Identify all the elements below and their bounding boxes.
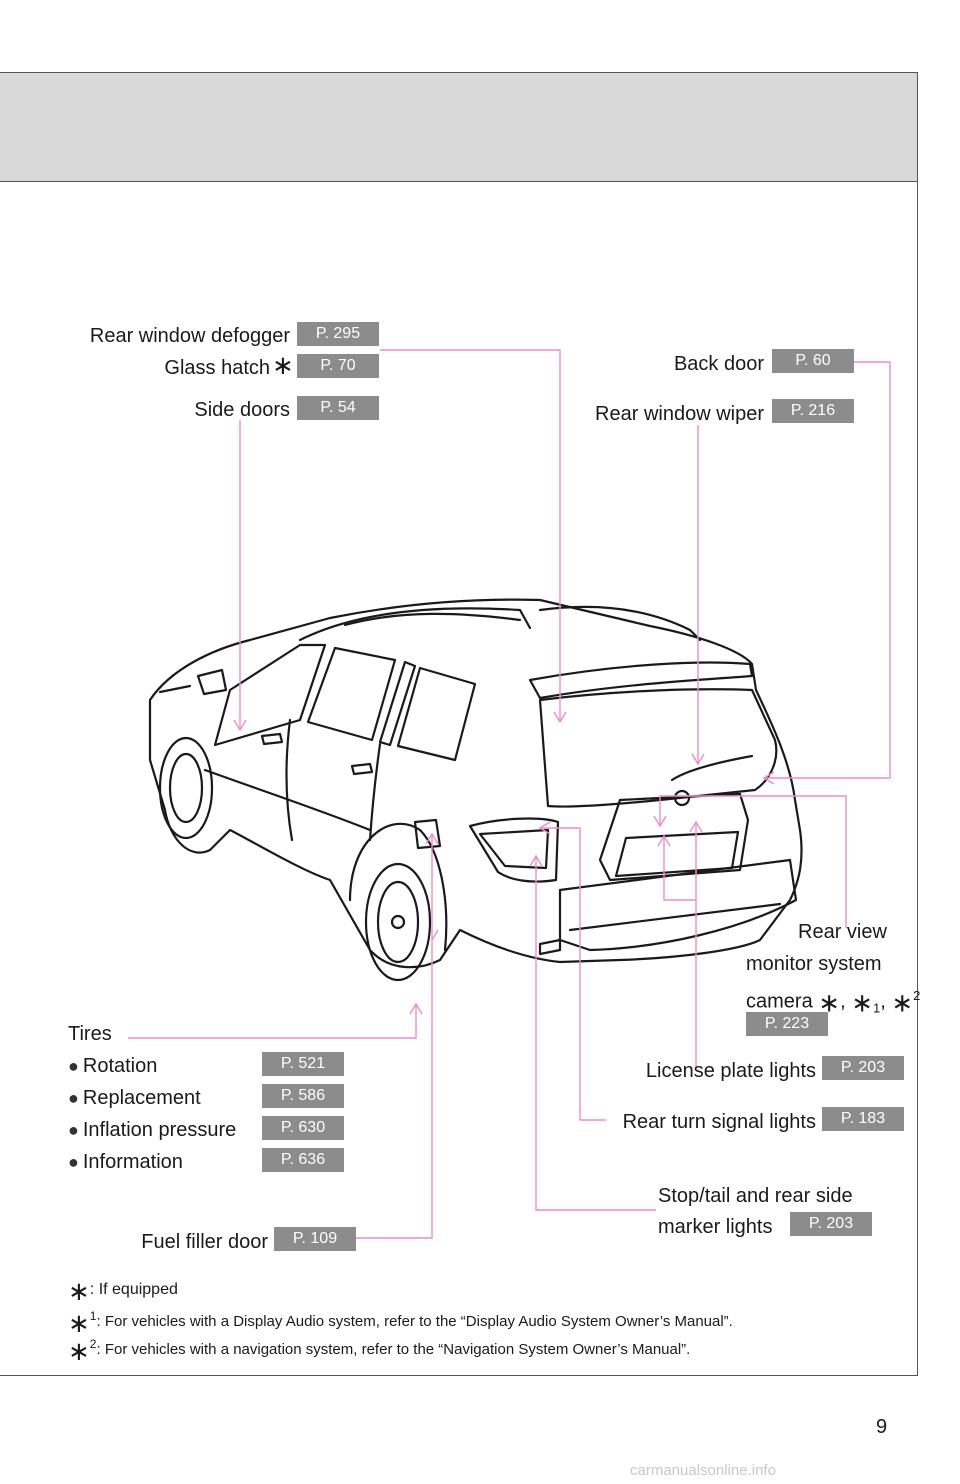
tires-item-replacement: ●Replacement [68,1086,201,1110]
bullet-icon: ● [68,1152,79,1172]
leader-lines [128,349,891,1239]
side-doors-page[interactable]: P. 54 [297,396,379,420]
suv-drawing [148,598,803,982]
rear-window-defogger-page[interactable]: P. 295 [297,322,379,346]
bullet-icon: ● [68,1088,79,1108]
footnote-text: : For vehicles with a navigation system,… [96,1341,691,1358]
tires-item-label: Inflation pressure [82,1119,237,1141]
tires-item-rotation: ●Rotation [68,1054,157,1078]
bullet-icon: ● [68,1056,79,1076]
tires-item-label: Replacement [82,1087,201,1109]
stop-tail-lights-page[interactable]: P. 203 [790,1212,872,1236]
tires-inflation-pressure-page[interactable]: P. 630 [262,1116,344,1140]
asterisk-icon: ∗ [818,987,841,1018]
tires-title: Tires [68,1023,112,1045]
rear-window-wiper-page[interactable]: P. 216 [772,399,854,423]
tires-item-label: Rotation [82,1055,158,1077]
rear-window-defogger-label: Rear window defogger [89,325,290,347]
stop-tail-lights-line1: Stop/tail and rear side [658,1185,853,1207]
stop-tail-lights-line2: marker lights [658,1216,773,1238]
asterisk-2-icon: ∗ [891,987,914,1018]
rear-view-camera-line3-wrap: camera ∗, ∗1, ∗2 [746,987,921,1018]
bullet-icon: ● [68,1120,79,1140]
license-plate-lights-label: License plate lights [645,1060,816,1082]
page-number: 9 [876,1416,888,1438]
glass-hatch-label: Glass hatch [164,357,270,379]
fuel-filler-door-label: Fuel filler door [141,1231,268,1253]
back-door-label: Back door [673,353,764,375]
tires-item-label: Information [82,1151,183,1173]
asterisk-1-icon: ∗ [68,1308,90,1338]
fuel-filler-door-page[interactable]: P. 109 [274,1227,356,1251]
back-door-page[interactable]: P. 60 [772,349,854,373]
rear-view-camera-page[interactable]: P. 223 [746,1012,828,1036]
watermark: carmanualsonline.info [630,1462,776,1479]
tires-rotation-page[interactable]: P. 521 [262,1052,344,1076]
footnote-display-audio: ∗1: For vehicles with a Display Audio sy… [68,1308,733,1338]
footnote-navigation: ∗2: For vehicles with a navigation syste… [68,1336,691,1366]
asterisk-icon: ∗ [272,350,294,380]
footnote-if-equipped: ∗: If equipped [68,1278,178,1304]
rear-turn-signal-lights-label: Rear turn signal lights [622,1111,816,1133]
rear-view-camera-line1: Rear view [798,921,887,943]
footnote-text: : If equipped [89,1281,178,1298]
footnote-text: : For vehicles with a Display Audio syst… [96,1313,733,1330]
tires-item-inflation-pressure: ●Inflation pressure [68,1118,236,1142]
header-band [0,72,918,182]
rear-view-camera-line2: monitor system [746,953,882,975]
tires-item-information: ●Information [68,1150,183,1174]
side-doors-label: Side doors [194,399,290,421]
asterisk-icon: ∗ [68,1276,90,1306]
asterisk-1-icon: ∗ [851,987,873,1018]
glass-hatch-page[interactable]: P. 70 [297,354,379,378]
tires-information-page[interactable]: P. 636 [262,1148,344,1172]
page-frame [0,72,918,1376]
asterisk-2-icon: ∗ [68,1336,90,1366]
tires-replacement-page[interactable]: P. 586 [262,1084,344,1108]
rear-turn-signal-lights-page[interactable]: P. 183 [822,1107,904,1131]
rear-view-camera-line3: camera [746,990,813,1013]
rear-window-wiper-label: Rear window wiper [595,403,764,425]
license-plate-lights-page[interactable]: P. 203 [822,1056,904,1080]
